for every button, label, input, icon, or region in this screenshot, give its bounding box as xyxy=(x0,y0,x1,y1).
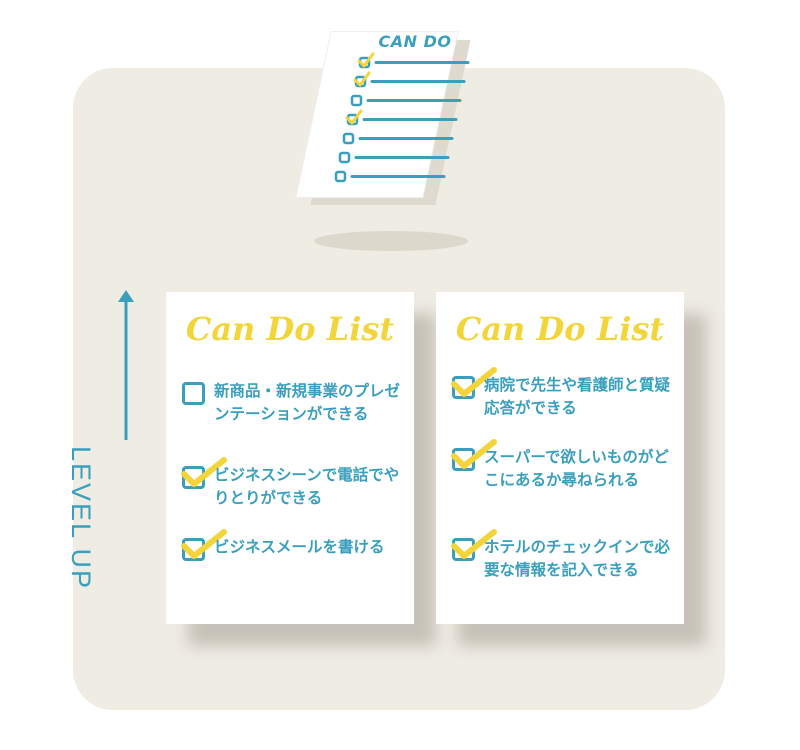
document-row-check-icon xyxy=(357,52,375,68)
item-text: スーパーで欲しいものがどこにあるか尋ねられる xyxy=(484,448,669,489)
level-up-label: LEVEL UP xyxy=(66,446,96,591)
check-mark-icon xyxy=(451,367,497,397)
item-text: ビジネスメールを書ける xyxy=(214,538,385,556)
can-do-card-right: Can Do List 病院で先生や看護師と質疑応答ができる スーパーで欲しいも… xyxy=(436,292,684,624)
document-row-check-icon xyxy=(345,109,363,125)
can-do-card-left: Can Do List 新商品・新規事業のプレゼンテーションができる ビジネスシ… xyxy=(166,292,414,624)
document-checklist-lines xyxy=(334,52,470,183)
item-text: 病院で先生や看護師と質疑応答ができる xyxy=(484,376,671,417)
card-title: Can Do List xyxy=(185,310,395,348)
document-row-checkbox xyxy=(334,170,347,183)
check-mark-icon xyxy=(451,529,497,559)
document-row-checkbox xyxy=(350,94,363,107)
check-mark-icon xyxy=(181,529,227,559)
checkbox xyxy=(182,382,205,405)
document-row-checkbox xyxy=(338,151,351,164)
card-title: Can Do List xyxy=(455,310,665,348)
check-mark-icon xyxy=(451,439,497,469)
document-row-check-icon xyxy=(353,71,371,87)
item-text: ビジネスシーンで電話でやりとりができる xyxy=(214,466,400,507)
document-title: CAN DO xyxy=(378,32,452,51)
document-ground-shadow xyxy=(314,231,468,251)
item-text: ホテルのチェックインで必要な情報を記入できる xyxy=(484,538,671,579)
item-text: 新商品・新規事業のプレゼンテーションができる xyxy=(214,382,401,423)
level-up-arrow-icon xyxy=(118,290,134,440)
document-row-checkbox xyxy=(342,132,355,145)
check-mark-icon xyxy=(181,457,227,487)
